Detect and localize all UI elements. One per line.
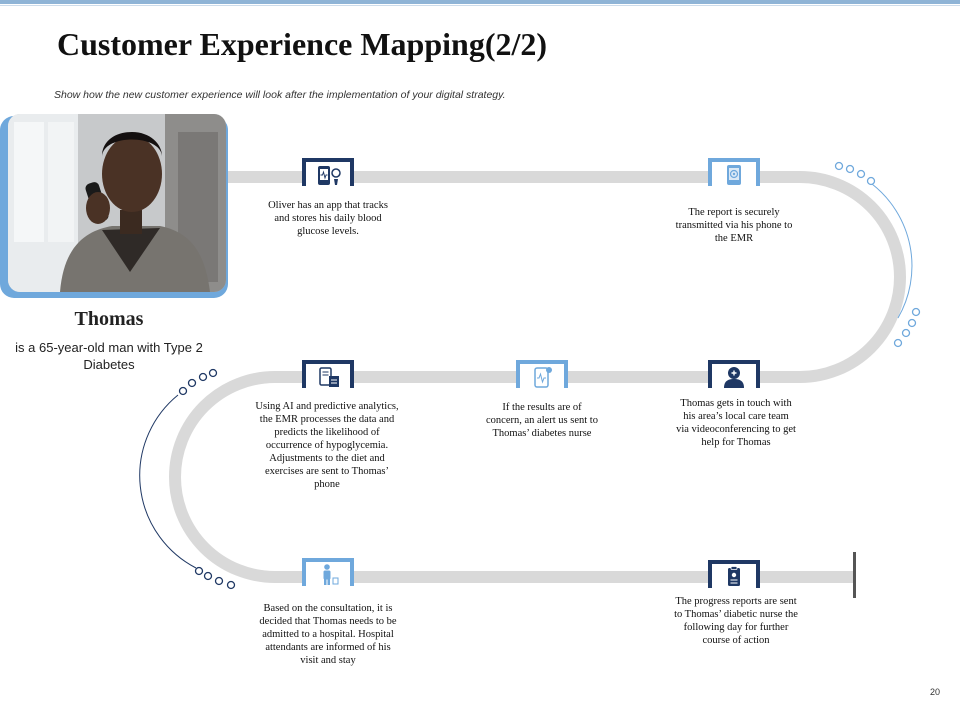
step-5-icon-box (302, 360, 354, 388)
report-clipboard-icon (728, 566, 740, 586)
journey-end-cap (853, 552, 856, 598)
step-7-text: The progress reports are sent to Thomas’… (674, 596, 798, 646)
left-accent-dots (178, 368, 236, 590)
step-6-icon-box (302, 558, 354, 586)
top-accent-bar (0, 0, 960, 4)
top-accent-line (0, 5, 960, 6)
step-3-icon-box (708, 360, 760, 388)
patient-icon (323, 564, 339, 585)
step-4-icon-box (516, 360, 568, 388)
analytics-device-icon (319, 367, 339, 387)
slide-title: Customer Experience Mapping(2/2) (57, 26, 548, 62)
step-6-text: Based on the consultation, it is decided… (259, 603, 397, 666)
right-accent-dots (834, 161, 921, 348)
phone-app-icon (318, 166, 341, 185)
step-2-text: The report is securely transmitted via h… (675, 207, 793, 244)
secure-phone-icon (727, 165, 741, 185)
persona-photo (0, 114, 228, 298)
step-7-icon-box (708, 560, 760, 588)
doctor-icon (724, 367, 744, 388)
slide-subtitle: Show how the new customer experience wil… (54, 89, 506, 101)
step-3-text: Thomas gets in touch with his area’s loc… (676, 398, 796, 448)
left-accent-arc (139, 394, 197, 569)
step-2-icon-box (708, 158, 760, 186)
step-5-text: Using AI and predictive analytics, the E… (255, 401, 399, 490)
step-1-text: Oliver has an app that tracks and stores… (268, 200, 388, 237)
page-number: 20 (930, 687, 941, 697)
persona-name: Thomas (74, 308, 144, 330)
right-accent-arc (871, 183, 913, 319)
persona-description: is a 65-year-old man with Type 2 Diabete… (15, 340, 203, 372)
step-4-text: If the results are of concern, an alert … (486, 402, 598, 439)
step-1-icon-box (302, 158, 354, 186)
alert-phone-icon (534, 367, 552, 388)
